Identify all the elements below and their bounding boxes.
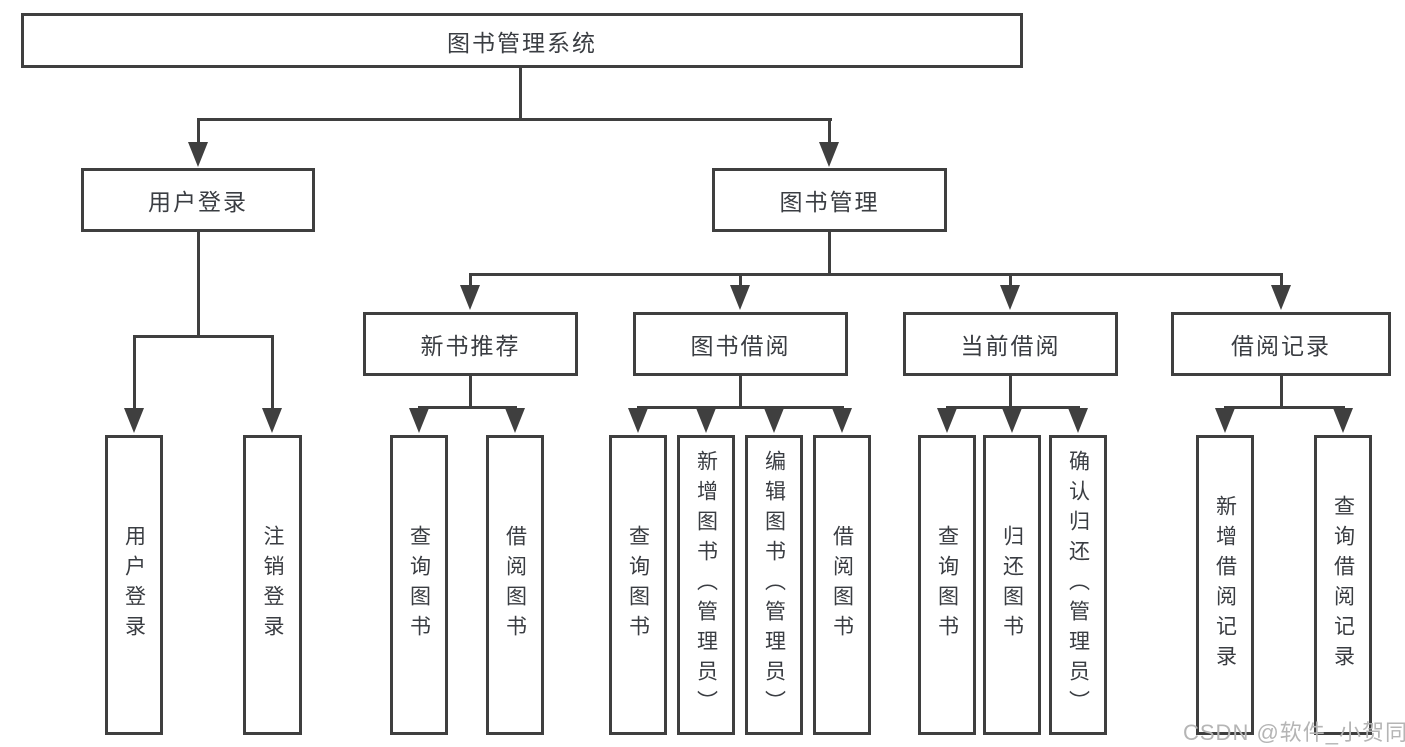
node-new-book-recommend-label: 新书推荐: [420, 333, 521, 359]
node-current-borrow-label: 当前借阅: [960, 333, 1061, 359]
leaf-logout: 注销登录: [243, 435, 302, 735]
arrow-down-icon: [730, 285, 750, 310]
leaf-query-books-current-label: 查询图书: [935, 525, 959, 645]
connector-segment: [469, 373, 472, 406]
csdn-watermark: CSDN @软件_小贺同学: [1183, 720, 1405, 745]
arrow-down-icon: [832, 408, 852, 433]
node-book-management: 图书管理: [712, 168, 947, 232]
node-book-borrow-label: 图书借阅: [690, 333, 791, 359]
leaf-user-login-label: 用户登录: [122, 525, 146, 645]
connector-segment: [469, 273, 472, 287]
leaf-return-book-label: 归还图书: [1000, 525, 1024, 645]
node-current-borrow: 当前借阅: [903, 312, 1118, 376]
leaf-edit-book-admin-label: 编辑图书（管理员）: [762, 450, 786, 720]
connector-segment: [271, 335, 274, 408]
node-user-login: 用户登录: [81, 168, 315, 232]
leaf-return-book: 归还图书: [983, 435, 1041, 735]
leaf-query-books-borrow: 查询图书: [609, 435, 667, 735]
connector-segment: [946, 406, 1080, 409]
connector-segment: [469, 273, 1282, 276]
connector-segment: [739, 373, 742, 406]
leaf-logout-label: 注销登录: [261, 525, 284, 645]
leaf-add-borrow-record: 新增借阅记录: [1196, 435, 1254, 735]
connector-segment: [418, 406, 517, 409]
connector-segment: [197, 229, 200, 335]
node-library-system: 图书管理系统: [21, 13, 1023, 68]
leaf-confirm-return-admin: 确认归还（管理员）: [1049, 435, 1107, 735]
arrow-down-icon: [1068, 408, 1088, 433]
leaf-add-borrow-record-label: 新增借阅记录: [1213, 495, 1237, 675]
leaf-user-login: 用户登录: [105, 435, 163, 735]
connector-segment: [828, 118, 831, 146]
arrow-down-icon: [937, 408, 957, 433]
connector-segment: [197, 118, 200, 146]
node-book-borrow: 图书借阅: [633, 312, 848, 376]
connector-segment: [739, 273, 742, 287]
node-user-login-label: 用户登录: [148, 189, 248, 215]
leaf-borrow-books: 借阅图书: [813, 435, 871, 735]
arrow-down-icon: [1333, 408, 1353, 433]
arrow-down-icon: [696, 408, 716, 433]
leaf-borrow-books-recommend-label: 借阅图书: [503, 525, 527, 645]
connector-segment: [133, 335, 274, 338]
connector-segment: [1280, 273, 1283, 287]
connector-segment: [1009, 273, 1012, 287]
arrow-down-icon: [628, 408, 648, 433]
arrow-down-icon: [1002, 408, 1022, 433]
leaf-query-borrow-record: 查询借阅记录: [1314, 435, 1372, 735]
connector-segment: [828, 229, 831, 273]
node-new-book-recommend: 新书推荐: [363, 312, 578, 376]
leaf-query-books-borrow-label: 查询图书: [626, 525, 650, 645]
arrow-down-icon: [1000, 285, 1020, 310]
connector-segment: [133, 335, 136, 408]
arrow-down-icon: [764, 408, 784, 433]
leaf-confirm-return-admin-label: 确认归还（管理员）: [1066, 450, 1090, 720]
leaf-query-books-recommend-label: 查询图书: [407, 525, 431, 645]
node-borrow-records: 借阅记录: [1171, 312, 1391, 376]
arrow-down-icon: [1271, 285, 1291, 310]
arrow-down-icon: [819, 142, 839, 167]
leaf-edit-book-admin: 编辑图书（管理员）: [745, 435, 803, 735]
leaf-query-books-recommend: 查询图书: [390, 435, 448, 735]
arrow-down-icon: [124, 408, 144, 433]
arrow-down-icon: [262, 408, 282, 433]
leaf-add-book-admin: 新增图书（管理员）: [677, 435, 735, 735]
arrow-down-icon: [1215, 408, 1235, 433]
leaf-borrow-books-label: 借阅图书: [830, 525, 854, 645]
leaf-query-books-current: 查询图书: [918, 435, 976, 735]
arrow-down-icon: [460, 285, 480, 310]
arrow-down-icon: [409, 408, 429, 433]
leaf-add-book-admin-label: 新增图书（管理员）: [694, 450, 718, 720]
connector-segment: [637, 406, 844, 409]
connector-segment: [1224, 406, 1345, 409]
node-book-management-label: 图书管理: [779, 189, 880, 215]
leaf-query-borrow-record-label: 查询借阅记录: [1331, 495, 1355, 675]
node-library-system-label: 图书管理系统: [447, 29, 597, 56]
arrow-down-icon: [505, 408, 525, 433]
node-borrow-records-label: 借阅记录: [1231, 333, 1331, 359]
connector-segment: [197, 118, 832, 121]
connector-segment: [1009, 373, 1012, 406]
arrow-down-icon: [188, 142, 208, 167]
leaf-borrow-books-recommend: 借阅图书: [486, 435, 544, 735]
connector-segment: [519, 66, 522, 118]
connector-segment: [1280, 373, 1283, 406]
